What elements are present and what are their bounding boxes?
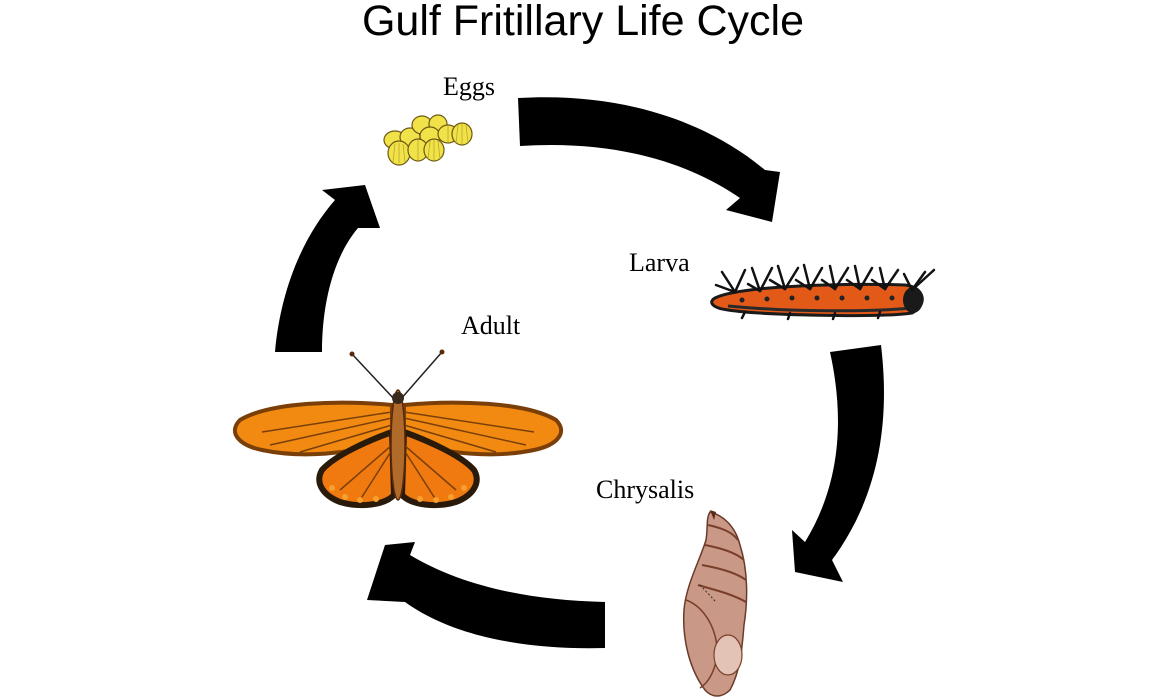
cycle-arrow-eggs-to-larva <box>518 97 780 222</box>
stage-label-adult: Adult <box>461 311 521 340</box>
stage-label-eggs: Eggs <box>443 72 495 101</box>
butterfly-icon <box>233 349 563 509</box>
egg-cluster-icon <box>383 114 473 166</box>
caterpillar-icon <box>710 263 936 321</box>
stage-label-larva: Larva <box>629 248 690 277</box>
diagram-title: Gulf Fritillary Life Cycle <box>361 0 805 45</box>
cycle-arrow-chrysalis-to-adult <box>367 542 605 649</box>
stage-label-chrysalis: Chrysalis <box>596 475 695 504</box>
cycle-arrow-larva-to-chrysalis <box>792 345 884 582</box>
cycle-arrow-adult-to-eggs <box>275 185 380 352</box>
chrysalis-icon <box>682 510 748 697</box>
